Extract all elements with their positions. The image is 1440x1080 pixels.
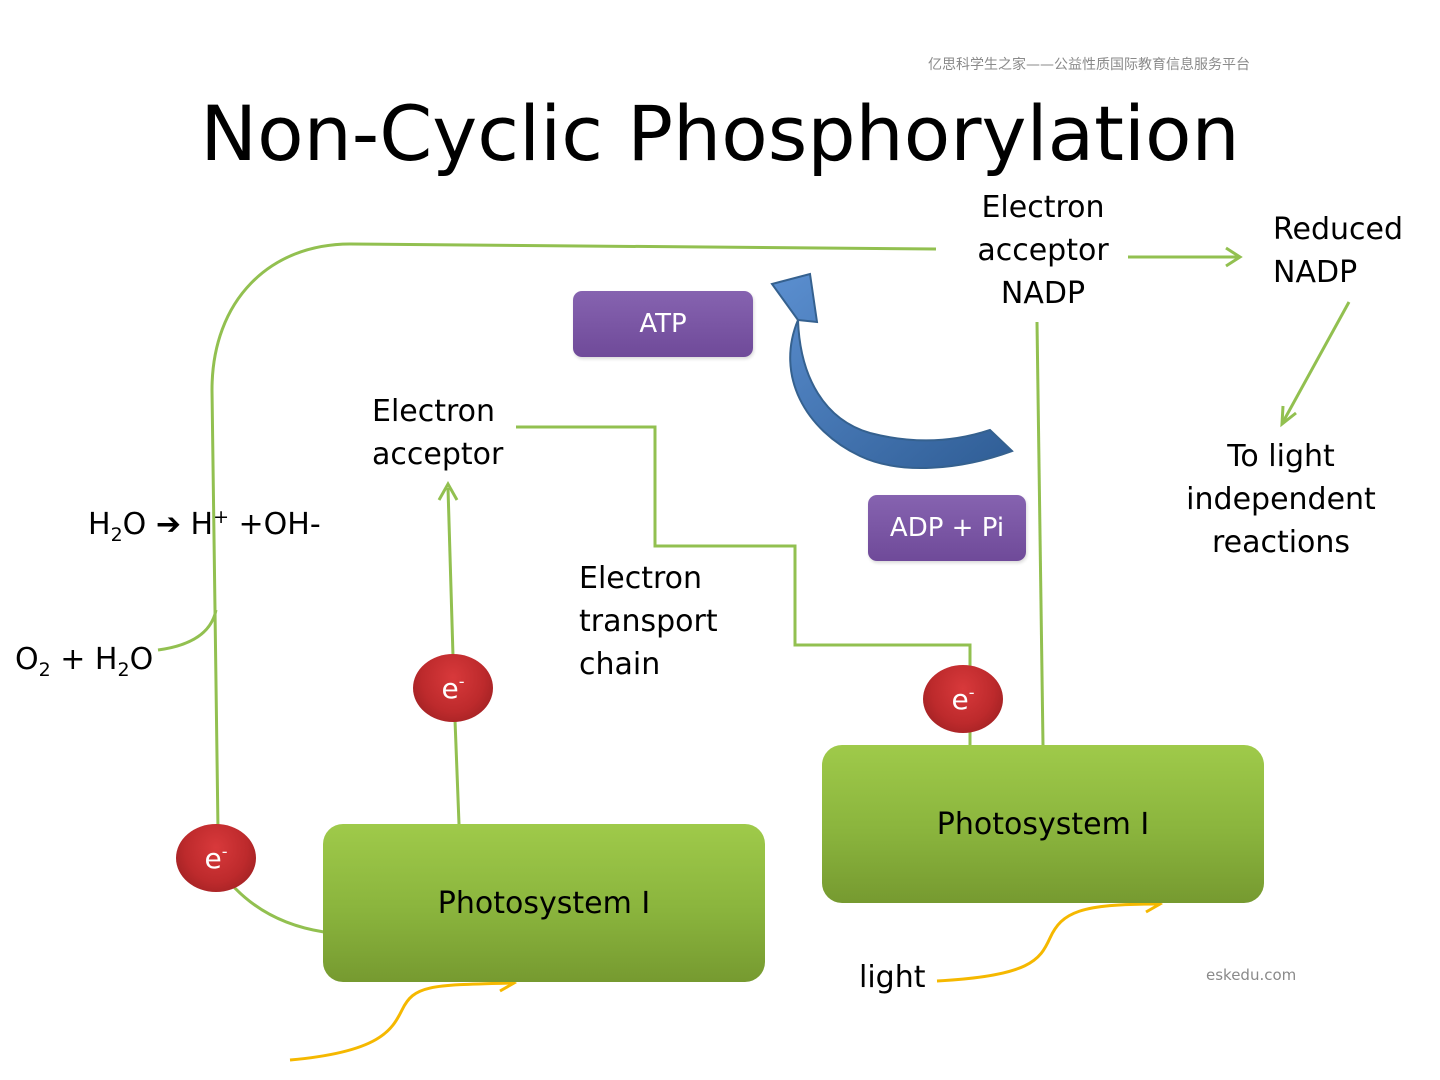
ps-right-up-line bbox=[1035, 321, 1045, 746]
electron-symbol: e bbox=[204, 841, 222, 875]
nadp-line-2: acceptor bbox=[977, 233, 1109, 268]
electron-acceptor-label: Electron acceptor bbox=[372, 390, 503, 476]
nadp-arrowhead bbox=[1225, 246, 1243, 268]
nadp-line-3: NADP bbox=[1000, 276, 1086, 311]
lir-line-1: To light bbox=[1227, 439, 1335, 474]
h2o-tail: O bbox=[122, 507, 147, 542]
page-title: Non-Cyclic Phosphorylation bbox=[200, 89, 1240, 178]
oxygen-plus: + H bbox=[50, 642, 118, 677]
ps-left-up-line bbox=[453, 719, 461, 825]
light-arrow-right bbox=[936, 902, 1159, 983]
oh-label: +OH- bbox=[229, 507, 321, 542]
water-split-label: H2O ➔ H+ +OH- bbox=[88, 503, 321, 546]
oxygen-tail: O bbox=[129, 642, 154, 677]
light-arrow-left bbox=[289, 981, 513, 1062]
electron-symbol: e bbox=[441, 671, 459, 705]
reduced-line-1: Reduced bbox=[1273, 212, 1404, 247]
etc-line-3: chain bbox=[579, 647, 661, 682]
transport-chain-line bbox=[516, 425, 972, 667]
acceptor-arrow-line bbox=[446, 487, 455, 657]
watermark-bottom: eskedu.com bbox=[1206, 966, 1297, 984]
nadp-line-1: Electron bbox=[981, 190, 1105, 225]
oxygen-label: O2 + H2O bbox=[15, 638, 153, 681]
photosystem-left-box: Photosystem I bbox=[323, 824, 765, 982]
electron-bottom-left: e- bbox=[176, 824, 256, 892]
acceptor-arrowhead bbox=[437, 480, 459, 501]
lir-line-2: independent bbox=[1186, 482, 1376, 517]
electron-to-ps-line bbox=[230, 883, 325, 934]
watermark-top: 亿思科学生之家——公益性质国际教育信息服务平台 bbox=[928, 57, 1250, 73]
reduced-line-2: NADP bbox=[1273, 255, 1358, 290]
right-arrow-icon: ➔ bbox=[155, 507, 181, 542]
photosystem-right-box: Photosystem I bbox=[822, 745, 1264, 903]
acceptor-line-2: acceptor bbox=[372, 437, 504, 472]
atp-pill: ATP bbox=[573, 291, 753, 357]
electron-return-line bbox=[210, 242, 937, 831]
lir-line-3: reactions bbox=[1211, 525, 1351, 560]
h-plus-sup: + bbox=[213, 506, 229, 528]
electron-transport-chain-label: Electron transport chain bbox=[579, 557, 718, 686]
h-plus-base: H bbox=[190, 507, 214, 542]
etc-line-2: transport bbox=[579, 604, 718, 639]
adp-pi-pill: ADP + Pi bbox=[868, 495, 1026, 561]
electron-right: e- bbox=[923, 665, 1003, 733]
light-independent-label: To light independent reactions bbox=[1176, 435, 1386, 564]
reduced-arrowhead bbox=[1280, 405, 1297, 428]
h2o-sub: 2 bbox=[110, 524, 123, 546]
acceptor-line-1: Electron bbox=[372, 394, 496, 429]
oxygen-branch-line bbox=[157, 609, 218, 652]
atp-cycle-arrow bbox=[770, 272, 1014, 469]
etc-line-1: Electron bbox=[579, 561, 703, 596]
h-sub: 2 bbox=[117, 659, 130, 681]
o-sub: 2 bbox=[38, 659, 51, 681]
electron-acceptor-nadp-label: Electron acceptor NADP bbox=[968, 186, 1118, 315]
electron-symbol: e bbox=[951, 682, 969, 716]
reduced-nadp-label: Reduced NADP bbox=[1273, 208, 1403, 294]
h2o-base: H bbox=[88, 507, 111, 542]
reduced-arrow-line bbox=[1281, 301, 1351, 423]
light-label: light bbox=[859, 960, 926, 995]
o-base: O bbox=[15, 642, 39, 677]
electron-middle: e- bbox=[413, 654, 493, 722]
